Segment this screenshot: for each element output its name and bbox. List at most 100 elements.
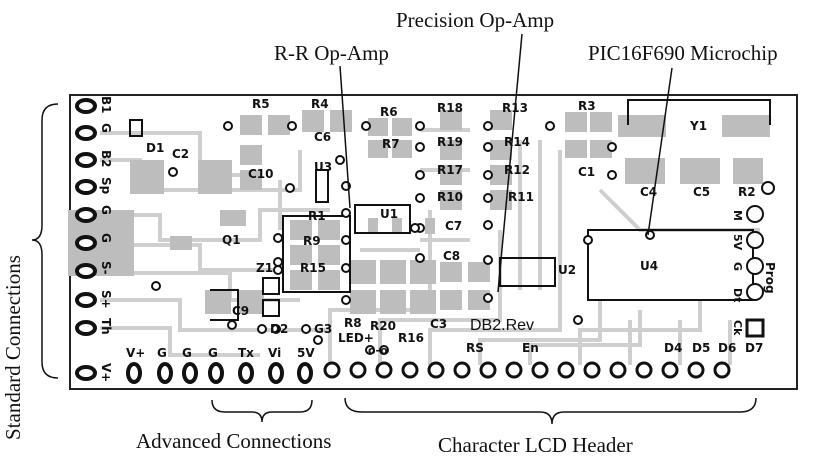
standard-brace (31, 103, 59, 379)
lcd-pin-pad (687, 361, 705, 379)
label-led: LED+ (338, 331, 374, 345)
bottom-pin-label: G (182, 346, 192, 360)
callout-pic: PIC16F690 Microchip (588, 41, 778, 65)
lcd-pin-label: D4 (664, 341, 682, 355)
label-r15: R15 (300, 261, 326, 275)
bottom-pin-pad (208, 362, 224, 384)
lcd-pin-label: RS (466, 341, 484, 355)
lcd-pin-pad (427, 361, 445, 379)
label-c1: C1 (578, 165, 595, 179)
label-q1: Q1 (222, 233, 241, 247)
lcd-pin-label: D6 (718, 341, 736, 355)
label-y1: Y1 (689, 119, 707, 133)
label-c2: C2 (172, 147, 189, 161)
left-pin-pad (75, 179, 97, 195)
left-pin-pad (75, 365, 97, 381)
label-c4: C4 (640, 185, 657, 199)
label-c5: C5 (693, 185, 710, 199)
lcd-pin-pad (453, 361, 471, 379)
left-pin-label: G (99, 233, 113, 243)
label-r9: R9 (303, 234, 321, 248)
bottom-pin-label: 5V (297, 346, 315, 360)
label-r10: R10 (437, 190, 463, 204)
label-r17: R17 (437, 163, 463, 177)
component-labels: R5 R4 R6 R18 R13 R3 Y1 D1 C2 C6 R7 R19 R… (146, 97, 756, 357)
left-pin-pad (75, 152, 97, 168)
lcd-pin-pad (323, 361, 341, 379)
prog-pin-m: M (731, 210, 744, 221)
label-r16: R16 (398, 331, 424, 345)
lcd-pin-pad (635, 361, 653, 379)
board-revision: DB2.Rev (470, 317, 534, 334)
lcd-pin-label: D7 (745, 341, 763, 355)
callout-rr-opamp: R-R Op-Amp (274, 41, 389, 65)
label-u2: U2 (558, 263, 576, 277)
label-r6: R6 (380, 105, 398, 119)
advanced-brace (211, 399, 313, 423)
left-pin-pad (75, 98, 97, 114)
lcd-pin-pad (349, 361, 367, 379)
left-pin-label: G (99, 205, 113, 215)
lcd-pin-pad (583, 361, 601, 379)
label-u3: U3 (314, 160, 332, 174)
label-r8: R8 (344, 316, 362, 330)
label-r5: R5 (252, 97, 270, 111)
left-pin-label: Sp (99, 177, 113, 195)
bottom-pin-label: G (157, 346, 167, 360)
prog-header (745, 181, 775, 338)
label-u1: U1 (380, 207, 398, 221)
label-d2: D2 (270, 322, 288, 336)
smd-pads (68, 110, 770, 314)
lcd-pin-pad (609, 361, 627, 379)
prog-pin-dt: Dt (731, 288, 744, 302)
left-pin-pad (75, 207, 97, 223)
lcd-brace (344, 397, 757, 425)
lcd-pin-pad (505, 361, 523, 379)
label-g3: G3 (314, 322, 332, 336)
label-r19: R19 (437, 135, 463, 149)
lcd-pin-pad (401, 361, 419, 379)
left-pin-pad (75, 235, 97, 251)
lcd-pin-pad (713, 361, 731, 379)
left-pin-pad (75, 320, 97, 336)
label-u4: U4 (640, 259, 658, 273)
prog-labels: Prog M 5V G Dt Ck (731, 210, 777, 336)
lcd-pin-pad (557, 361, 575, 379)
prog-pin-g: G (731, 262, 744, 271)
bottom-pin-pad (268, 362, 284, 384)
label-led-jumper: o-o (368, 344, 388, 357)
left-pin-pad (75, 292, 97, 308)
label-r2: R2 (738, 185, 756, 199)
callout-lcd: Character LCD Header (438, 433, 633, 457)
lcd-pin-pad (479, 361, 497, 379)
left-pin-label: B2 (99, 150, 113, 168)
callout-precision-opamp: Precision Op-Amp (396, 8, 554, 32)
bottom-pin-pad (157, 362, 173, 384)
bottom-pin-pad (182, 362, 198, 384)
label-r20: R20 (370, 319, 396, 333)
left-pin-label: Th (99, 318, 113, 335)
via-holes (151, 121, 655, 355)
label-z1: Z1 (256, 261, 273, 275)
bottom-pin-label: G (208, 346, 218, 360)
left-pin-label: V+ (99, 363, 113, 382)
prog-pin-5v: 5V (731, 234, 744, 251)
label-r1: R1 (308, 209, 326, 223)
label-r11: R11 (508, 190, 534, 204)
label-r7: R7 (382, 137, 400, 151)
label-c8: C8 (443, 249, 460, 263)
callout-leaders (339, 33, 673, 293)
bottom-pin-label: Vi (268, 346, 281, 360)
callout-braces (31, 103, 757, 425)
bottom-pin-label: Tx (238, 346, 254, 360)
left-pin-label: G (99, 123, 113, 133)
callout-advanced: Advanced Connections (136, 429, 331, 453)
bottom-pin-pad (238, 362, 254, 384)
label-c9: C9 (232, 304, 249, 318)
label-r18: R18 (437, 101, 463, 115)
left-pin-label: S- (99, 261, 113, 275)
label-c10: C10 (248, 167, 274, 181)
